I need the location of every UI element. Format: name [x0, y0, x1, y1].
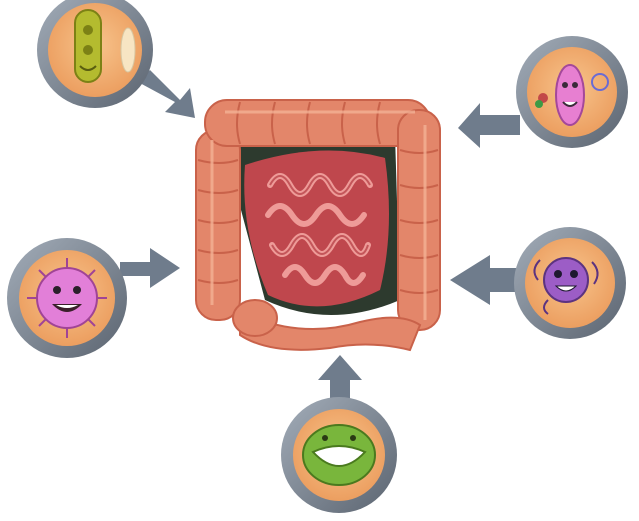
- bubble-top-right: [516, 36, 628, 148]
- arrow-mid-left: [120, 248, 180, 288]
- bubble-top-left: [37, 0, 153, 108]
- arrow-top-right: [458, 100, 520, 148]
- bubble-bottom: [281, 397, 397, 513]
- green-microbe-icon: [303, 425, 375, 485]
- arrow-mid-right: [450, 255, 520, 305]
- bubble-mid-right: [514, 227, 626, 339]
- spiky-virus-icon: [27, 258, 107, 338]
- bubble-mid-left: [7, 238, 127, 358]
- arrow-top-left: [138, 70, 195, 118]
- large-intestine-icon: [196, 100, 440, 350]
